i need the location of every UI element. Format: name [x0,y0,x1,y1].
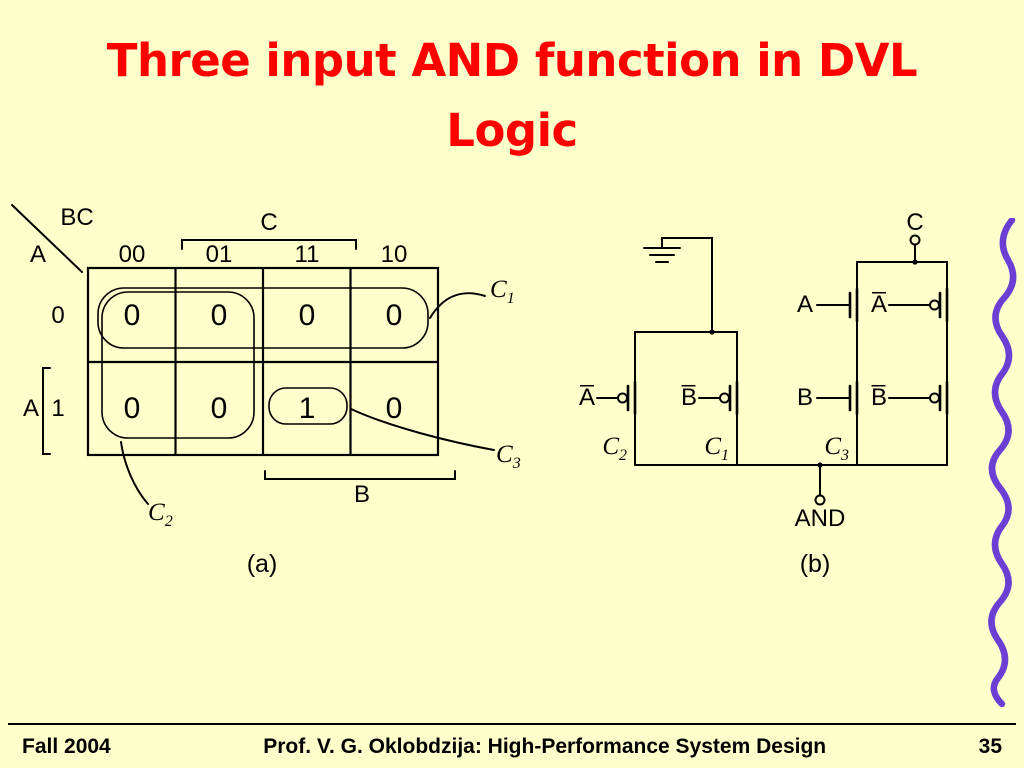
kmap-cell-0-3: 0 [386,299,403,332]
transistor-t2: B̅ C1 [681,331,739,466]
output-label: AND [795,505,846,532]
kmap-b-bracket: B [264,470,456,508]
squiggle-decoration [988,218,1017,708]
transistor-t5: B C3 [797,380,859,466]
transistor-t4: A̅ [871,261,949,383]
kmap-row-header-1: 1 [51,395,64,422]
kmap-c3-pointer-line [350,408,495,451]
kmap-c2-pointer-line [120,441,149,505]
kmap-c-group-label: C [260,209,277,236]
transistor-t6: B̅ [871,380,949,466]
kmap-cell-1-0: 0 [124,392,141,425]
footer-date: Fall 2004 [22,734,111,758]
kmap-cell-1-1: 0 [211,392,228,425]
kmap-col-header-01: 01 [206,241,233,268]
t2-gate-bubble [719,392,730,404]
transistor-t3: A [797,261,859,383]
ground-symbol [643,237,713,333]
kmap-cell-0-2: 0 [299,299,316,332]
t1-gate-label: A̅ [579,384,595,411]
kmap-annotation-c1: C1 [429,276,515,319]
kmap-a-axis-label: A [23,395,39,422]
kmap-annotation-c3: C3 [350,408,521,472]
kmap-annotation-c2: C2 [120,441,173,530]
kmap-bc-label: BC [60,204,93,231]
kmap-diagram: BC A C 00 01 11 10 0 1 A [11,204,521,578]
t6-gate-bubble [929,392,940,404]
junction-dot [709,329,715,335]
kmap-group-c2-outline [101,291,255,439]
kmap-cell-1-3: 0 [386,392,403,425]
kmap-col-header-00: 00 [119,241,146,268]
t6-gate-label: B̅ [871,384,887,411]
kmap-col-header-11: 11 [295,241,320,268]
kmap-corner: BC A [11,204,94,273]
c-terminal: C [856,209,948,265]
kmap-c1-label: C1 [490,276,515,307]
footer-page-number: 35 [978,734,1002,758]
junction-dot [912,259,918,265]
squiggle-path [988,218,1017,708]
c-terminal-node [909,234,921,246]
kmap-row-labels: 0 1 A [23,302,65,455]
kmap-col-header-10: 10 [381,241,408,268]
kmap-b-bracket-line [264,470,456,480]
circuit-caption: (b) [800,550,831,578]
kmap-caption: (a) [247,550,278,578]
kmap-cell-0-0: 0 [124,299,141,332]
t2-source-label: C1 [704,433,729,464]
kmap-group-c1-outline [97,287,429,349]
kmap-group-c3-outline [268,387,348,425]
slide-title: Three input AND function in DVL Logic [0,26,1024,166]
kmap-c-bracket: C [181,209,357,250]
kmap-c-bracket-line [181,239,357,250]
t5-gate-label: B [797,384,813,411]
kmap-a-bracket-line [42,367,51,455]
output-node: AND [634,462,948,532]
t3-gate-label: A [797,291,813,318]
kmap-c3-label: C3 [496,441,521,472]
footer-credit: Prof. V. G. Oklobdzija: High-Performance… [263,734,827,758]
kmap-grid [86,266,440,457]
kmap-col-headers: 00 01 11 10 [119,241,408,268]
t1-gate-bubble [617,392,628,404]
t4-gate-label: A̅ [871,291,887,318]
kmap-c1-pointer-line [429,292,486,319]
title-line-1: Three input AND function in DVL [106,34,918,87]
kmap-diagonal-line [11,204,83,273]
kmap-c2-label: C2 [148,499,173,530]
c-terminal-label: C [906,209,923,236]
circuit-diagram: A̅ C2 B̅ C1 C A [579,209,949,578]
kmap-b-group-label: B [354,481,370,508]
kmap-cells: 0 0 0 0 0 0 1 0 [124,299,403,425]
kmap-row-header-0: 0 [51,302,64,329]
t5-source-label: C3 [824,433,849,464]
kmap-cell-0-1: 0 [211,299,228,332]
kmap-cell-1-2: 1 [299,392,316,425]
t4-gate-bubble [929,299,940,311]
slide-footer: Fall 2004 Prof. V. G. Oklobdzija: High-P… [8,723,1016,768]
kmap-groups [97,287,429,439]
output-terminal-node [814,494,826,506]
transistor-t1: A̅ C2 [579,331,637,466]
ground-feed-wire [661,237,713,333]
title-line-2: Logic [446,103,578,157]
kmap-a-corner-label: A [30,241,46,268]
t1-source-label: C2 [602,433,627,464]
t2-gate-label: B̅ [681,384,697,411]
